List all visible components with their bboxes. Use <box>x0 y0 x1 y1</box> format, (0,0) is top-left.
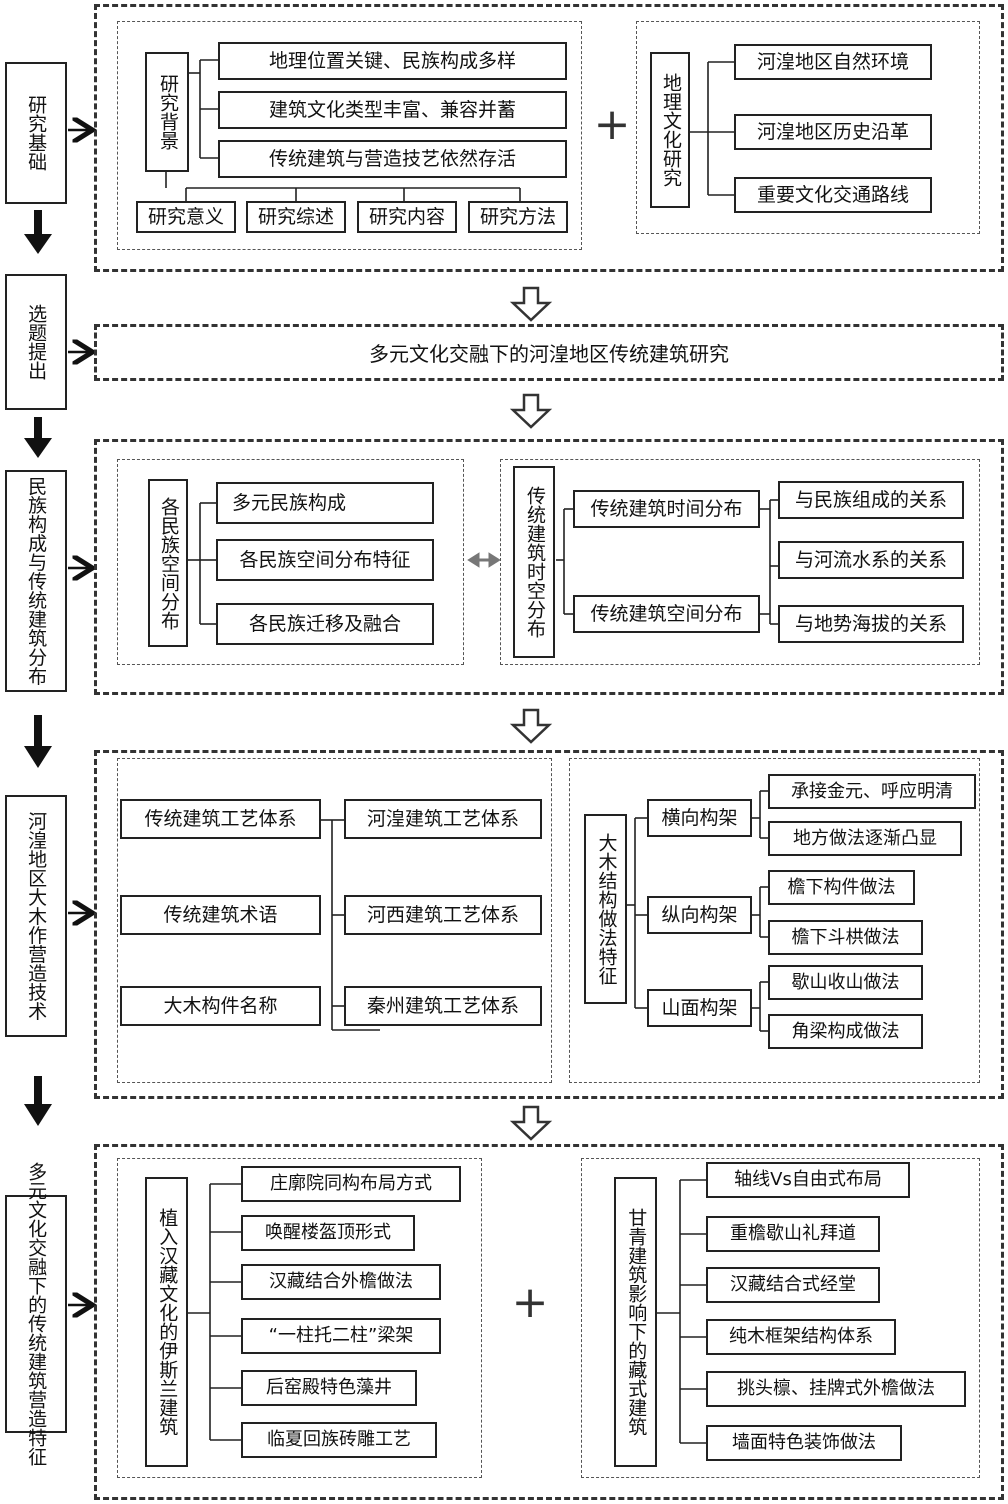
bottom-item: 研究内容 <box>357 201 457 233</box>
craft-right-item: 秦州建筑工艺体系 <box>344 986 542 1026</box>
tibetan-building-title: 甘青建筑影响下的藏式建筑 <box>614 1177 657 1467</box>
craft-right-item: 河西建筑工艺体系 <box>344 895 542 935</box>
geo-culture-title: 地理文化研究 <box>650 52 690 208</box>
basis-panel <box>94 4 1004 272</box>
frame-group-label: 纵向构架 <box>647 896 752 934</box>
frame-detail-item: 歇山收山做法 <box>768 965 923 1000</box>
background-group <box>117 21 582 250</box>
features-panel <box>94 1144 1004 1500</box>
section-label-features: 多元文化交融下的传统建筑营造特征 <box>5 1162 67 1466</box>
ethnic-distribution-title: 各民族空间分布 <box>148 479 188 647</box>
tibetan-building-box <box>581 1158 980 1478</box>
ethnic-item: 各民族空间分布特征 <box>216 539 434 581</box>
plus-sign: + <box>593 99 631 150</box>
research-background-title: 研究背景 <box>145 52 189 172</box>
distribution-panel <box>94 439 1004 695</box>
islamic-feature-item: “一柱托二柱”梁架 <box>241 1318 441 1354</box>
frame-group-label: 山面构架 <box>647 989 752 1027</box>
frame-detail-item: 檐下构件做法 <box>768 870 915 905</box>
tibetan-feature-item: 挑头檩、挂牌式外檐做法 <box>706 1371 966 1407</box>
bg-item: 建筑文化类型丰富、兼容并蓄 <box>218 91 567 129</box>
islamic-feature-item: 庄廓院同构布局方式 <box>241 1166 461 1202</box>
section-label-distribution: 民族构成与传统建筑分布 <box>5 470 67 692</box>
islamic-feature-item: 汉藏结合外檐做法 <box>241 1264 441 1300</box>
bg-item: 地理位置关键、民族构成多样 <box>218 42 567 80</box>
topic-title: 多元文化交融下的河湟地区传统建筑研究 <box>369 342 729 366</box>
craft-system-box <box>117 758 552 1083</box>
geo-item: 河湟地区自然环境 <box>734 44 932 80</box>
geo-item: 重要文化交通路线 <box>734 177 932 213</box>
islamic-feature-item: 后窑殿特色藻井 <box>241 1370 417 1406</box>
islamic-feature-item: 唤醒楼盔顶形式 <box>241 1215 415 1251</box>
frame-group-label: 横向构架 <box>647 799 752 837</box>
islamic-feature-item: 临夏回族砖雕工艺 <box>241 1422 437 1458</box>
frame-detail-item: 檐下斗栱做法 <box>768 920 923 955</box>
craft-left-item: 传统建筑术语 <box>120 895 321 935</box>
frame-detail-item: 角梁构成做法 <box>768 1014 923 1049</box>
islamic-building-box <box>117 1158 482 1478</box>
tibetan-feature-item: 重檐歇山礼拜道 <box>706 1216 880 1252</box>
section-label-basis: 研究基础 <box>5 62 67 204</box>
tibetan-feature-item: 轴线Vs自由式布局 <box>706 1162 910 1198</box>
technique-panel <box>94 750 1004 1099</box>
structure-title: 大木结构做法特征 <box>584 814 627 1004</box>
section-label-technique: 河湟地区大木作营造技术 <box>5 795 67 1037</box>
building-spacetime-title: 传统建筑时空分布 <box>513 466 555 658</box>
geo-item: 河湟地区历史沿革 <box>734 114 932 150</box>
ethnic-group-box <box>117 459 464 665</box>
structure-box <box>569 758 980 1083</box>
bottom-item: 研究综述 <box>246 201 346 233</box>
bottom-item: 研究方法 <box>468 201 568 233</box>
geo-group <box>636 21 980 234</box>
tibetan-feature-item: 墙面特色装饰做法 <box>706 1425 902 1461</box>
craft-right-item: 河湟建筑工艺体系 <box>344 799 542 839</box>
building-item: 传统建筑时间分布 <box>573 490 760 528</box>
relation-item: 与河流水系的关系 <box>778 541 964 579</box>
craft-left-item: 传统建筑工艺体系 <box>120 799 321 839</box>
craft-left-item: 大木构件名称 <box>120 986 321 1026</box>
ethnic-item: 多元民族构成 <box>216 482 434 524</box>
ethnic-item: 各民族迁移及融合 <box>216 603 434 645</box>
building-item: 传统建筑空间分布 <box>573 595 760 633</box>
section-label-topic: 选题提出 <box>5 274 67 410</box>
relation-item: 与地势海拔的关系 <box>778 605 964 643</box>
frame-detail-item: 地方做法逐渐凸显 <box>768 821 962 856</box>
plus-sign: + <box>511 1277 549 1328</box>
relation-item: 与民族组成的关系 <box>778 481 964 519</box>
building-group-box <box>500 459 980 665</box>
bottom-item: 研究意义 <box>136 201 236 233</box>
bg-item: 传统建筑与营造技艺依然存活 <box>218 140 567 178</box>
frame-detail-item: 承接金元、呼应明清 <box>768 774 976 809</box>
tibetan-feature-item: 汉藏结合式经堂 <box>706 1267 880 1303</box>
tibetan-feature-item: 纯木框架结构体系 <box>706 1319 896 1355</box>
topic-panel: 多元文化交融下的河湟地区传统建筑研究 <box>94 324 1004 381</box>
islamic-building-title: 植入汉藏文化的伊斯兰建筑 <box>145 1177 188 1467</box>
